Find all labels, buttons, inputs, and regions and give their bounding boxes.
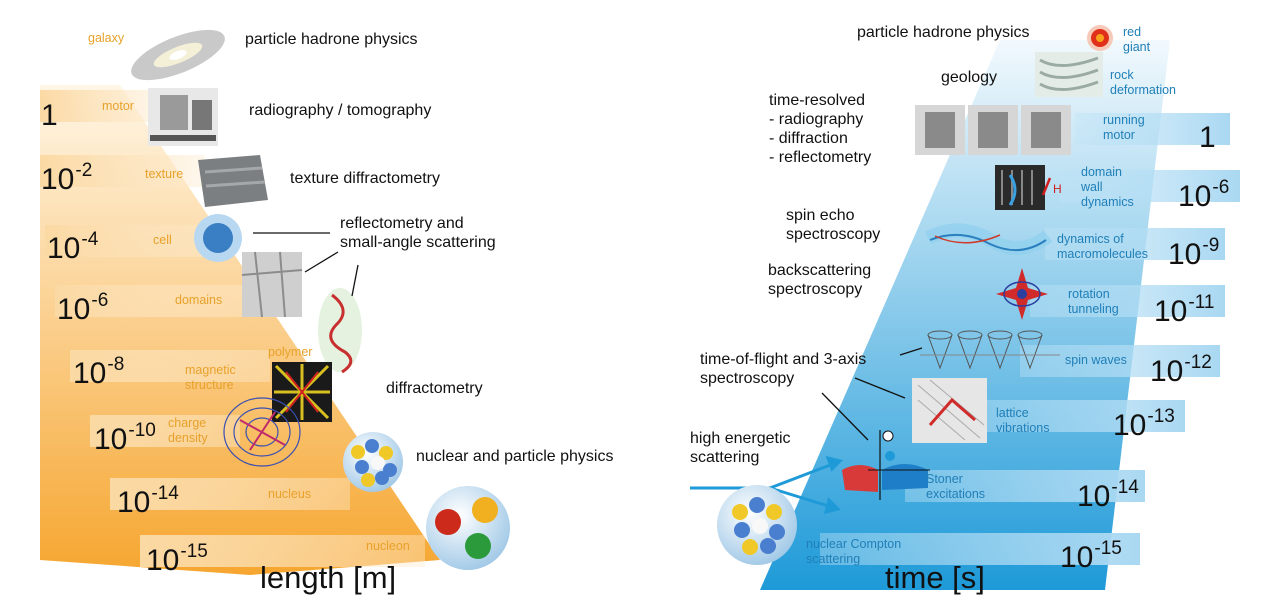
running-motor-images: [915, 105, 1071, 155]
spin-waves-image: [920, 330, 1060, 370]
method-geology: geology: [941, 69, 998, 86]
length-bands: [40, 90, 425, 567]
length-tick-4: 10-6: [57, 290, 109, 326]
object-texture: texture: [145, 167, 184, 181]
phenomenon-rotation-tunneling: rotation tunneling: [1068, 287, 1119, 316]
length-tick-7: 10-14: [117, 483, 179, 519]
method-tof-3axis-spectroscopy: time-of-flight and 3-axis spectroscopy: [700, 351, 867, 387]
object-domains: domains: [175, 293, 223, 307]
texture-rock-image: [198, 155, 268, 207]
time-tick-7: 10-14: [1077, 477, 1139, 513]
phenomenon-running-motor: running motor: [1103, 113, 1145, 142]
field-label: H: [1053, 182, 1062, 196]
object-nucleon: nucleon: [366, 539, 410, 553]
left-leader-lines: [253, 232, 359, 297]
phenomenon-stoner-excitations: Stoner excitations: [926, 472, 986, 501]
red-giant-image: [1087, 25, 1113, 51]
method-reflectometry-sans: reflectometry and small-angle scattering: [340, 215, 496, 251]
object-galaxy: galaxy: [88, 31, 125, 45]
cell-image: [194, 214, 242, 262]
domains-image: [241, 251, 303, 318]
lattice-vibrations-image: [912, 378, 987, 443]
nucleus-image: [343, 432, 403, 492]
time-axis-label: time [s]: [885, 560, 985, 595]
time-tick-8: 10-15: [1060, 538, 1122, 574]
object-charge-density: charge density: [168, 416, 208, 445]
length-tick-3: 10-4: [47, 229, 99, 265]
length-tick-1: 1: [41, 99, 58, 132]
polymer-image: [318, 288, 362, 374]
time-tick-2: 10-6: [1178, 177, 1230, 213]
method-texture-diffractometry: texture diffractometry: [290, 170, 440, 187]
method-particle-hadrone-physics-left: particle hadrone physics: [245, 31, 418, 48]
object-cell: cell: [153, 233, 172, 247]
motor-image: [148, 88, 218, 146]
time-tick-5: 10-12: [1150, 352, 1212, 388]
rock-deformation-image: [1035, 52, 1103, 97]
method-spin-echo-spectroscopy: spin echo spectroscopy: [786, 207, 881, 243]
object-nucleus: nucleus: [268, 487, 312, 501]
time-tick-6: 10-13: [1113, 406, 1175, 442]
nucleon-image: [426, 486, 510, 570]
macromolecule-image: [924, 223, 1053, 256]
right-leader-lines: [821, 347, 923, 441]
length-axis-label: length [m]: [260, 560, 397, 595]
length-tick-2: 10-2: [41, 160, 93, 196]
object-polymer: polymer: [268, 345, 313, 359]
time-tick-1: 1: [1199, 121, 1216, 154]
time-tick-3: 10-9: [1168, 235, 1220, 271]
phenomenon-domain-wall-dynamics: domain wall dynamics: [1081, 165, 1134, 209]
method-diffractometry: diffractometry: [386, 380, 483, 397]
phenomenon-rock-deformation: rock deformation: [1110, 68, 1177, 97]
object-motor: motor: [102, 99, 134, 113]
method-time-resolved: time-resolved - radiography - diffractio…: [769, 92, 872, 166]
stoner-excitation-image: [842, 430, 930, 500]
rotation-tunneling-image: [996, 268, 1048, 320]
phenomenon-spin-waves: spin waves: [1065, 353, 1127, 367]
length-tick-8: 10-15: [146, 541, 208, 577]
object-magnetic-structure: magnetic structure: [185, 363, 236, 392]
length-funnel: [40, 85, 440, 575]
scatter-nucleus-image: [717, 485, 797, 565]
galaxy-image: [131, 29, 225, 81]
phenomenon-lattice-vibrations: lattice vibrations: [996, 406, 1050, 435]
time-bands: [820, 113, 1240, 565]
length-tick-5: 10-8: [73, 354, 125, 390]
charge-density-image: [223, 397, 301, 467]
method-particle-hadrone-physics-right: particle hadrone physics: [857, 24, 1030, 41]
phenomenon-macromolecule-dynamics: dynamics of macromolecules: [1057, 232, 1149, 261]
magnetic-structure-image: [272, 362, 332, 422]
method-high-energetic-scattering: high energetic scattering: [690, 430, 791, 466]
method-radiography-tomography: radiography / tomography: [249, 102, 432, 119]
method-backscattering-spectroscopy: backscattering spectroscopy: [768, 262, 872, 298]
time-tick-4: 10-11: [1154, 292, 1215, 328]
length-tick-6: 10-10: [94, 420, 156, 456]
domain-wall-image: [995, 165, 1052, 210]
phenomenon-nuclear-compton-scattering: nuclear Compton scattering: [806, 537, 902, 566]
method-nuclear-particle-physics: nuclear and particle physics: [416, 448, 614, 465]
phenomenon-red-giant: red giant: [1123, 25, 1151, 54]
